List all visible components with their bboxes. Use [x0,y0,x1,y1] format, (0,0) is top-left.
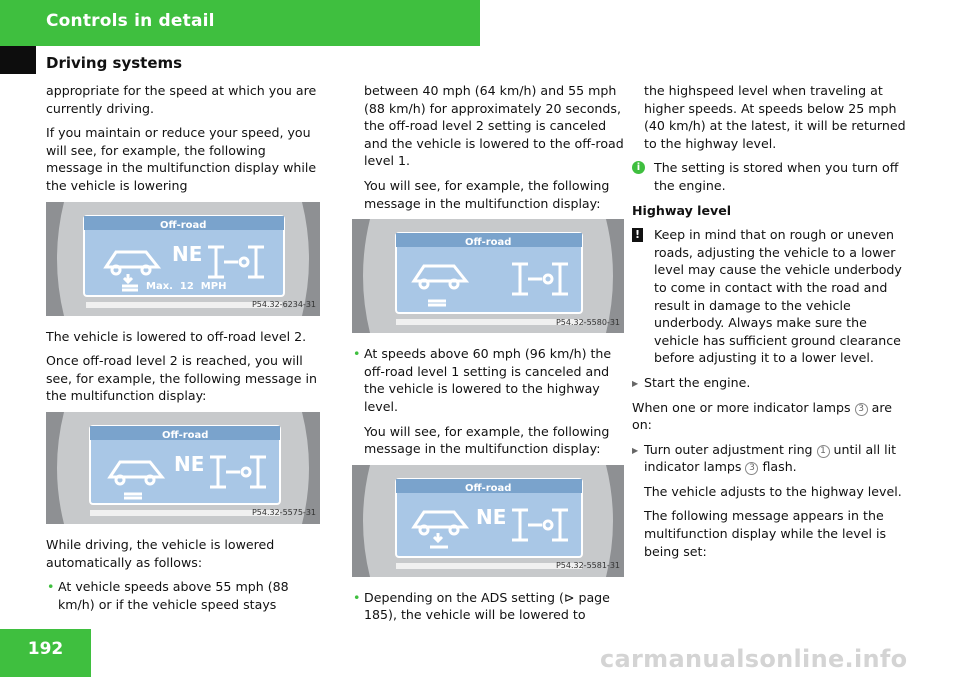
adjustment-ring-number: 1 [816,444,830,458]
paragraph: The following message appears in the mul… [644,508,887,559]
display-image-highway: Off-road NE P54.32-5581-31 [352,464,624,577]
lcd-label: Off-road [465,237,512,249]
bullet-item: At vehicle speeds above 55 mph (88 km/h)… [46,578,322,613]
lcd-label: Off-road [160,219,207,231]
paragraph: The vehicle adjusts to the highway level… [644,483,902,499]
lcd-label: Off-road [465,482,512,494]
column-3: the highspeed level when traveling at hi… [632,82,910,567]
paragraph: the highspeed level when traveling at hi… [644,83,906,151]
paragraph: When one or more indicator lamps 3 are o… [632,399,892,433]
image-code: P54.32-5580-31 [555,317,620,327]
warning-icon: ! [632,228,643,243]
bullet-item: Depending on the ADS setting (⊳ page 185… [352,589,626,624]
display-image-lowering: Off-road NE Max. 12 MPH P54.32-6234-31 [46,201,320,316]
column-2: between 40 mph (64 km/h) and 55 mph (88 … [352,82,626,631]
lcd-ne: NE [172,241,203,266]
lcd-ne: NE [476,504,507,529]
image-code: P54.32-5581-31 [555,561,620,571]
page-subtitle: Driving systems [46,54,183,72]
display-image-level2: Off-road NE P54.32-5575-31 [46,411,320,524]
lcd-label: Off-road [162,429,209,441]
page-ref-icon: ⊳ [563,589,575,605]
section-heading: Highway level [632,202,732,218]
image-code: P54.32-6234-31 [251,299,316,309]
paragraph: Once off-road level 2 is reached, you wi… [46,353,317,404]
image-code: P54.32-5575-31 [251,508,316,518]
column-1: appropriate for the speed at which you a… [46,82,322,620]
paragraph: If you maintain or reduce your speed, yo… [46,125,317,193]
watermark: carmanualsonline.info [600,645,908,673]
paragraph: between 40 mph (64 km/h) and 55 mph (88 … [364,83,624,169]
header-bar: Controls in detail [0,0,480,46]
bullet-item: At speeds above 60 mph (96 km/h) the off… [352,345,626,415]
section-title: Controls in detail [46,11,215,31]
paragraph: The vehicle is lowered to off-road level… [46,328,307,344]
paragraph: You will see, for example, the following… [364,423,610,457]
paragraph: appropriate for the speed at which you a… [46,83,317,116]
indicator-lamp-number: 3 [854,402,868,416]
indicator-lamp-number: 3 [745,462,759,476]
page-number: 192 [0,629,91,677]
lcd-ne: NE [174,451,205,476]
info-icon: i [632,161,645,175]
display-image-level1: Off-road P54.32-5580-31 [352,219,624,334]
lcd-speed: Max. 12 MPH [146,280,227,292]
step-item: Start the engine. [632,374,910,392]
warning-note: ! Keep in mind that on rough or uneven r… [632,226,910,367]
info-note: i The setting is stored when you turn of… [632,159,910,194]
paragraph: While driving, the vehicle is lowered au… [46,536,275,570]
step-item: Turn outer adjustment ring 1 until all l… [632,441,910,476]
header-marker [0,46,36,74]
paragraph: You will see, for example, the following… [364,177,610,211]
